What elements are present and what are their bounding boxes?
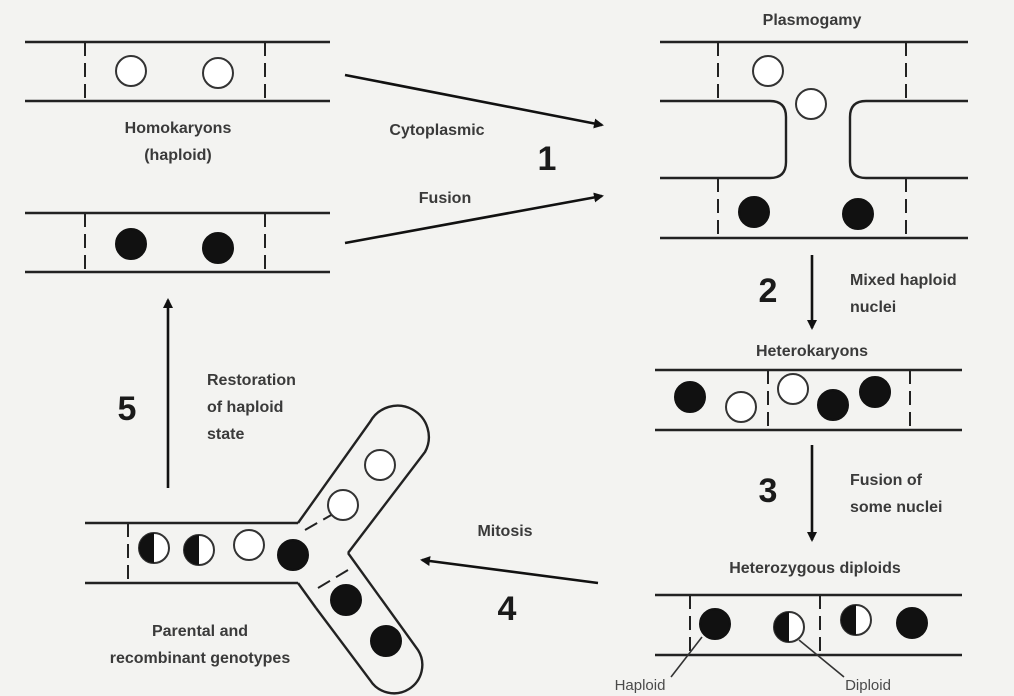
diploid-nucleus-half [139, 533, 169, 563]
haploid-nucleus-black [843, 199, 873, 229]
recombinant-genotypes-label: recombinant genotypes [110, 650, 291, 667]
step-2-number: 2 [759, 272, 778, 310]
fusion-of-label: Fusion of [850, 472, 923, 489]
haploid-nucleus-black [278, 540, 308, 570]
cytoplasmic-label: Cytoplasmic [389, 122, 484, 139]
haploid-nucleus-black [860, 377, 890, 407]
haploid-nucleus-white [203, 58, 233, 88]
haploid-nucleus-white [234, 530, 264, 560]
plasmogamy-label: Plasmogamy [763, 12, 862, 29]
haploid-nucleus-white [778, 374, 808, 404]
mitosis-arrow [422, 560, 598, 583]
haploid-note-label: (haploid) [144, 147, 212, 164]
haploid-pointer-line [671, 637, 702, 677]
haploid-nucleus-black [897, 608, 927, 638]
state-label: state [207, 426, 244, 443]
mixed-nuclei-label: nuclei [850, 299, 896, 316]
haploid-nucleus-white [726, 392, 756, 422]
migrating-nucleus-white [796, 89, 826, 119]
step-4-number: 4 [498, 590, 517, 628]
diploid-pointer-line [799, 640, 844, 677]
step-1-number: 1 [538, 140, 557, 178]
haploid-nucleus-black [739, 197, 769, 227]
step-3-number: 3 [759, 472, 778, 510]
haploid-nucleus-black [818, 390, 848, 420]
homokaryon-hypha-black [25, 213, 330, 272]
homokaryons-label: Homokaryons [125, 120, 232, 137]
restoration-label: Restoration [207, 372, 296, 389]
plasmogamy-fused-hyphae [660, 42, 968, 238]
haploid-label: Haploid [615, 677, 666, 694]
diploid-nucleus-half [184, 535, 214, 565]
step-5-number: 5 [118, 390, 137, 428]
haploid-nucleus-black [700, 609, 730, 639]
haploid-nucleus-black [331, 585, 361, 615]
migrating-nucleus-white [753, 56, 783, 86]
fusion-arrow-bottom [345, 196, 602, 243]
mitosis-label: Mitosis [477, 523, 532, 540]
heterozygous-diploids-label: Heterozygous diploids [729, 560, 901, 577]
diploid-nucleus-half [774, 612, 804, 642]
fusion-arrow-top [345, 75, 602, 125]
homokaryon-hypha-white [25, 42, 330, 101]
heterokaryons-label: Heterokaryons [756, 343, 868, 360]
mixed-haploid-label: Mixed haploid [850, 272, 957, 289]
haploid-nucleus-black [203, 233, 233, 263]
heterokaryon-hypha [655, 370, 962, 430]
diploid-label: Diploid [845, 677, 891, 694]
of-haploid-label: of haploid [207, 399, 283, 416]
heterozygous-diploid-hypha [655, 595, 962, 655]
haploid-nucleus-white [328, 490, 358, 520]
haploid-nucleus-black [116, 229, 146, 259]
haploid-nucleus-black [371, 626, 401, 656]
haploid-nucleus-white [365, 450, 395, 480]
haploid-nucleus-black [675, 382, 705, 412]
some-nuclei-label: some nuclei [850, 499, 942, 516]
parental-and-label: Parental and [152, 623, 248, 640]
fusion-label: Fusion [419, 190, 471, 207]
diploid-nucleus-half [841, 605, 871, 635]
haploid-nucleus-white [116, 56, 146, 86]
